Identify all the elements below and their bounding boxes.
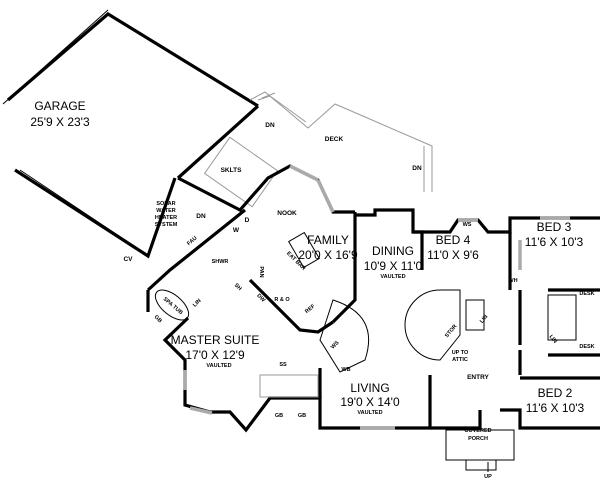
up-label: UP — [484, 474, 492, 479]
living-size: 19'0 X 14'0 — [340, 395, 400, 409]
dining-label: DINING — [372, 244, 414, 258]
shower-label: SHWR — [212, 259, 229, 265]
dining-vaulted: VAULTED — [380, 274, 405, 280]
entry-label: ENTRY — [467, 374, 489, 381]
bed2-size: 11'6 X 10'3 — [526, 401, 585, 415]
ss-label: SS — [279, 362, 287, 368]
garage-walls — [2, 9, 260, 259]
solar-label-3: HEATER — [155, 215, 177, 221]
solar-label-1: SOLAR — [156, 201, 175, 207]
up-to-attic-2: ATTIC — [452, 357, 468, 363]
wh-label: WH — [508, 278, 517, 284]
bed3-label: BED 3 — [537, 220, 572, 234]
house-walls — [146, 164, 600, 433]
solar-label-4: SYSTEM — [155, 222, 178, 228]
washer-label: W — [233, 227, 240, 234]
stor-label: STOR — [444, 324, 458, 340]
dn-label: DN — [265, 122, 275, 129]
garage-label: GARAGE — [34, 99, 85, 113]
ws-label: WS — [330, 340, 341, 351]
dryer-label: D — [245, 217, 250, 224]
lin-label: LIN — [192, 298, 203, 309]
gb-label: GB — [275, 413, 283, 419]
garage-size: 25'9 X 23'3 — [30, 115, 90, 129]
windows — [183, 164, 570, 430]
lin-label: LIN — [548, 334, 558, 345]
desk-label: DESK — [579, 344, 594, 350]
solar-label-2: WATER — [156, 208, 175, 214]
family-size: 20'0 X 16'9 — [298, 248, 358, 262]
porch-label-2: PORCH — [468, 436, 488, 442]
dn-label: DN — [196, 213, 206, 220]
bed4-label: BED 4 — [436, 233, 471, 247]
deck-label: DECK — [325, 136, 344, 143]
bed2-label: BED 2 — [538, 386, 573, 400]
dining-size: 10'9 X 11'0 — [364, 259, 423, 273]
up-to-attic-1: UP TO — [452, 350, 469, 356]
desk-label: DESK — [579, 291, 594, 297]
fau-label: FAU — [186, 235, 198, 247]
living-vaulted: VAULTED — [357, 410, 382, 416]
range-oven-label: R & O — [274, 297, 290, 303]
master-label: MASTER SUITE — [171, 333, 260, 347]
master-vaulted: VAULTED — [206, 363, 231, 369]
bed3-size: 11'6 X 10'3 — [525, 235, 584, 249]
ws-label: WS — [463, 222, 472, 228]
dw-label: DW — [255, 293, 266, 304]
cv-label: CV — [123, 256, 133, 263]
gb-label: GB — [153, 314, 163, 324]
sklts-label: SKLTS — [221, 167, 242, 174]
lin-label: LIN — [479, 314, 489, 325]
nook-label: NOOK — [277, 210, 297, 217]
deck-outline — [203, 91, 433, 208]
pantry-label: PAN — [258, 266, 264, 277]
sh-label: SH — [233, 282, 243, 292]
master-size: 17'0 X 12'9 — [185, 348, 245, 362]
bed4-size: 11'0 X 9'6 — [427, 248, 479, 262]
porch-label-1: COVERED — [464, 428, 491, 434]
dn-label: DN — [412, 165, 422, 172]
ref-label: REF — [304, 303, 317, 315]
stair-and-fixtures — [154, 231, 577, 472]
living-label: LIVING — [350, 381, 389, 395]
family-label: FAMILY — [307, 233, 349, 247]
wb-label: WB — [341, 367, 350, 373]
gb-label: GB — [298, 413, 306, 419]
